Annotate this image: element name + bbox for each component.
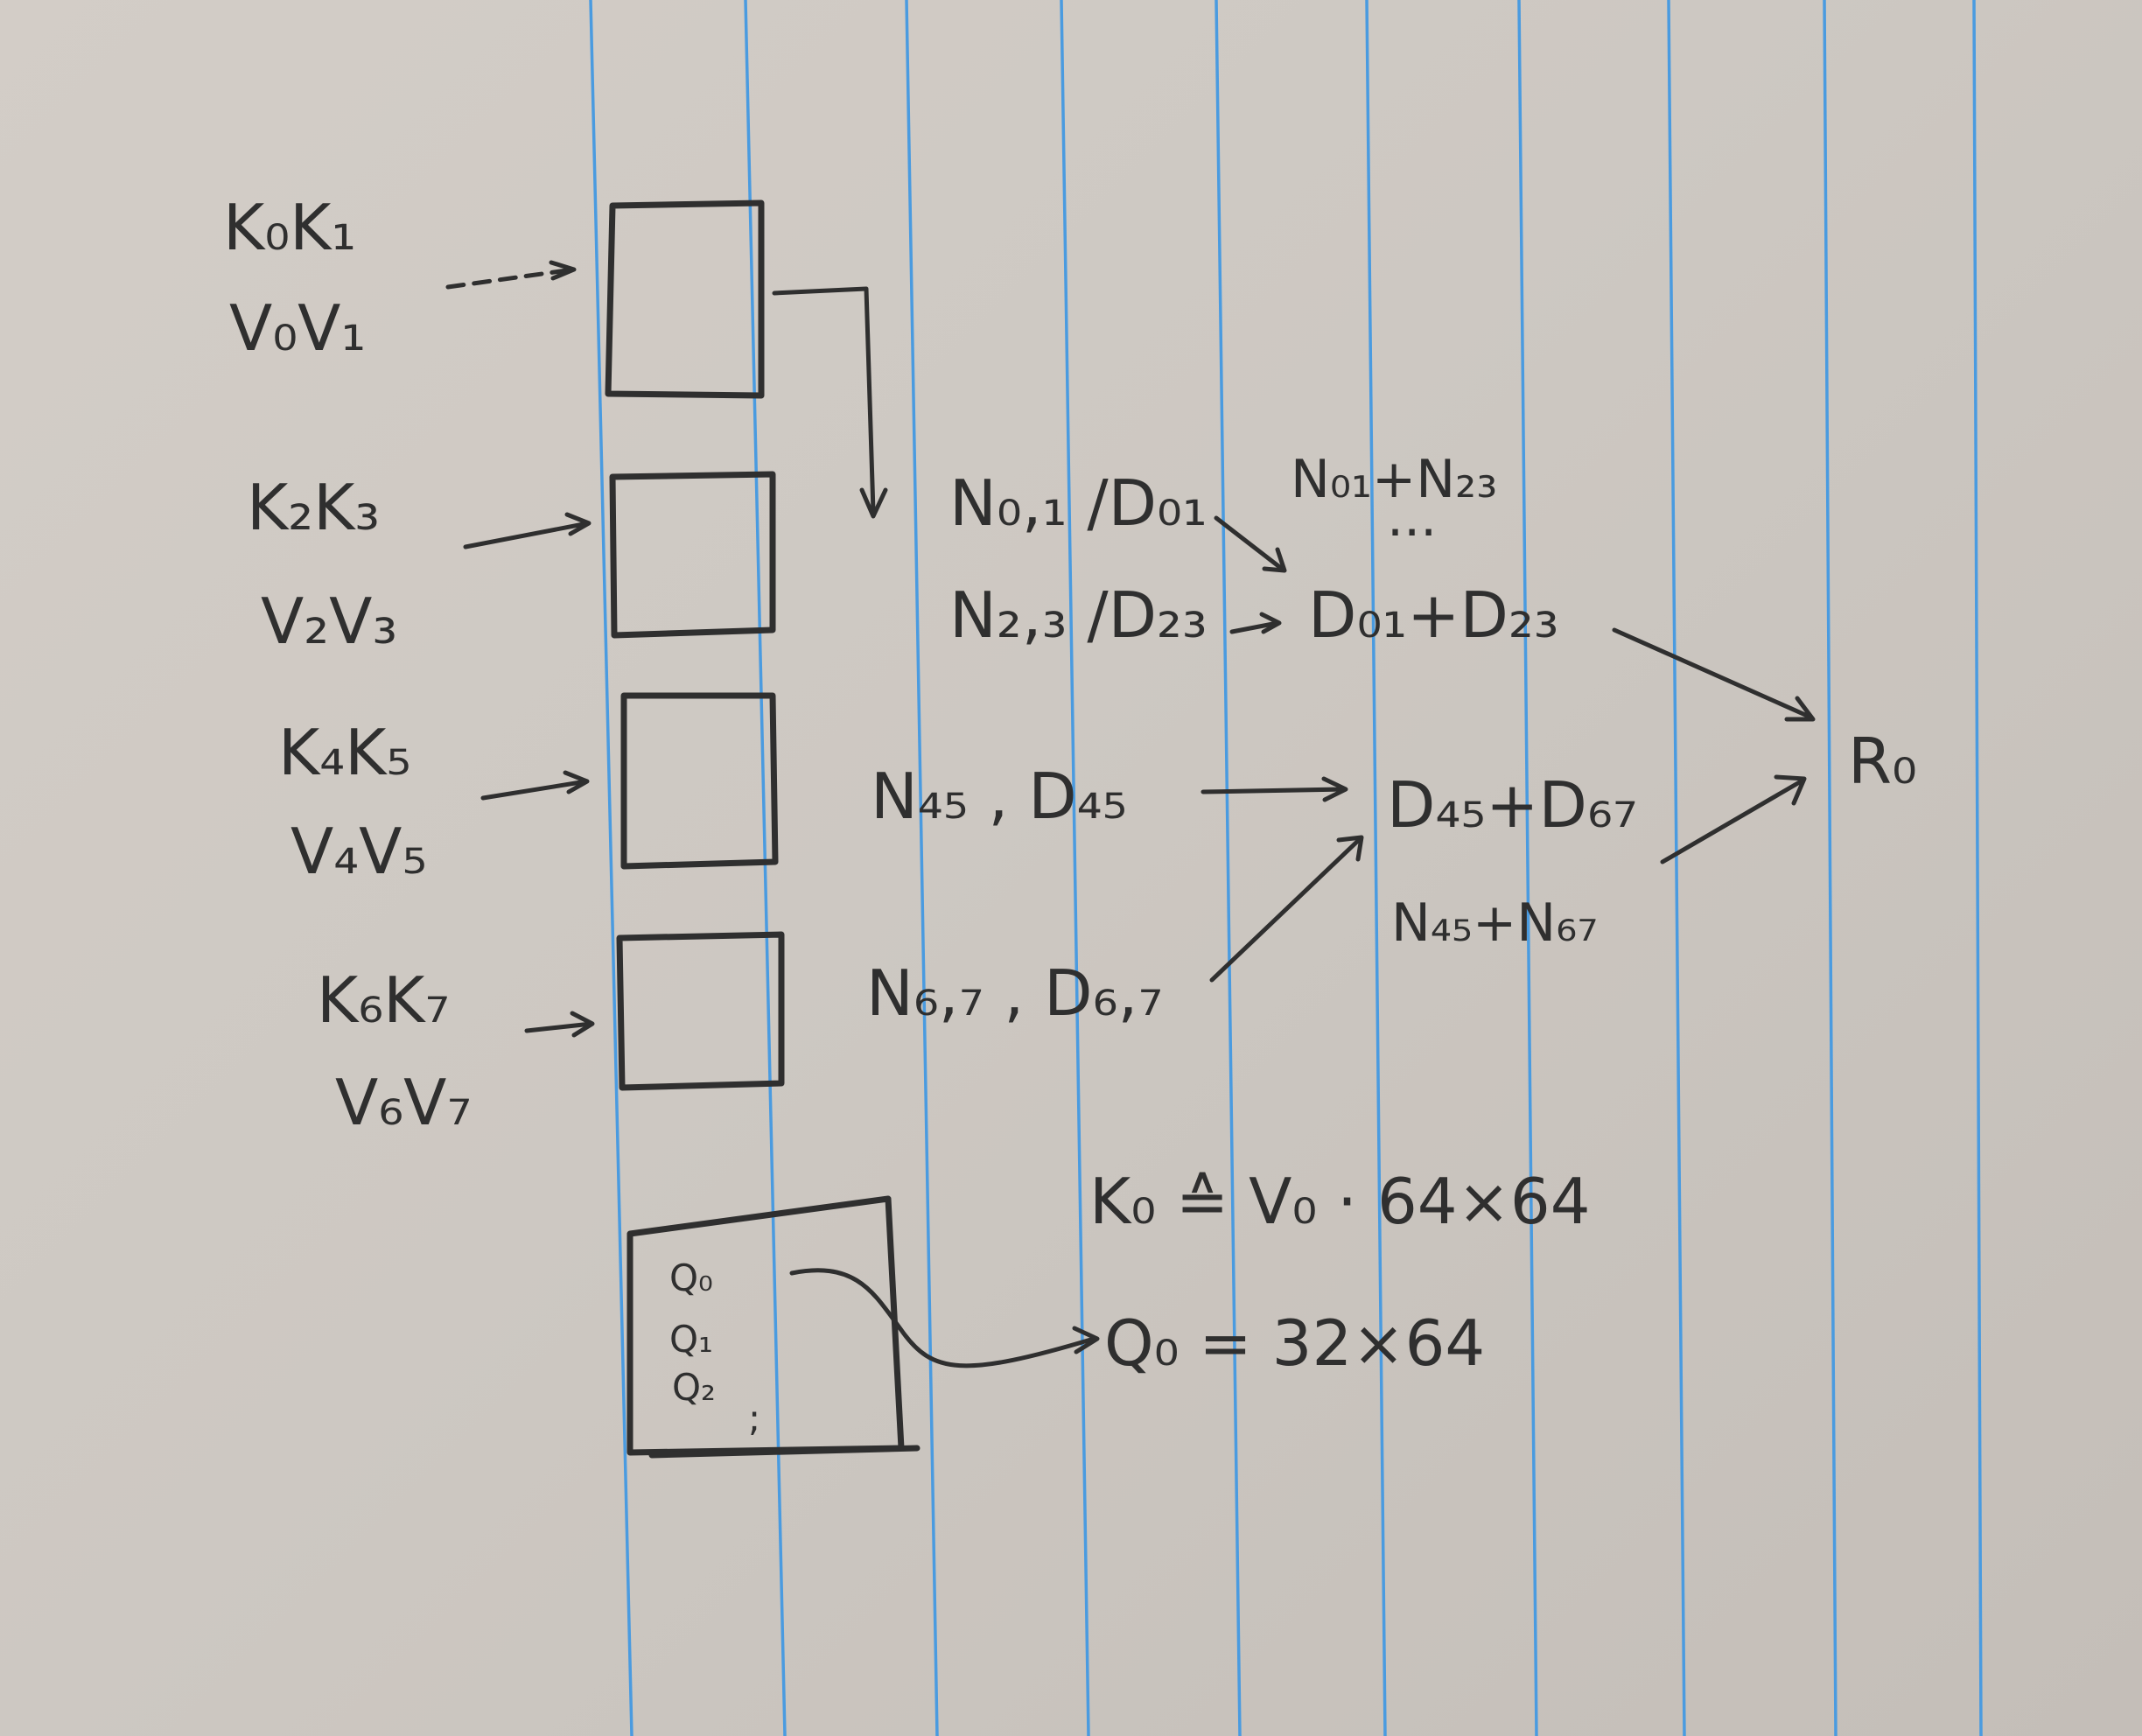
partial-67: N₆,₇ , D₆,₇ xyxy=(866,956,1163,1030)
k-label-2: K₄K₅ xyxy=(278,716,411,789)
ellipsis: ... xyxy=(1387,487,1437,549)
merge-arrows xyxy=(1200,515,1364,983)
query-labels: Q₀ Q₁ Q₂ ; xyxy=(669,1256,760,1439)
q-label-3: ; xyxy=(748,1396,760,1439)
kv-block-1 xyxy=(609,471,776,639)
partial-45: N₄₅ , D₄₅ xyxy=(871,760,1127,833)
size-notes: K₀ ≙ V₀ · 64×64 Q₀ = 32×64 xyxy=(789,1165,1591,1380)
numerator-sum-4567: N₄₅+N₆₇ xyxy=(1391,892,1598,954)
denominator-sum-4567: D₄₅+D₆₇ xyxy=(1387,768,1638,842)
final-result: R₀ xyxy=(1848,724,1917,798)
block0-connector xyxy=(772,286,888,519)
input-arrows xyxy=(445,260,595,1038)
notebook-rules xyxy=(589,0,1983,1736)
kv-block-0 xyxy=(605,200,765,399)
q-size-note: Q₀ = 32×64 xyxy=(1104,1306,1485,1380)
kv-blocks xyxy=(605,200,920,1459)
kv-block-3 xyxy=(616,931,785,1091)
kv-size-note: K₀ ≙ V₀ · 64×64 xyxy=(1089,1165,1591,1238)
partial-01: N₀,₁ /D₀₁ xyxy=(949,466,1208,540)
q-label-1: Q₁ xyxy=(669,1318,713,1361)
v-label-0: V₀V₁ xyxy=(229,291,366,365)
q-label-2: Q₂ xyxy=(672,1366,716,1409)
combined-results: N₀₁+N₂₃ ... D₀₁+D₂₃ D₄₅+D₆₇ N₄₅+N₆₇ xyxy=(1291,449,1638,954)
kv-input-labels: K₀K₁ V₀V₁ K₂K₃ V₂V₃ K₄K₅ V₄V₅ K₆K₇ V₆V₇ xyxy=(223,191,472,1139)
v-label-3: V₆V₇ xyxy=(335,1066,472,1139)
q-label-0: Q₀ xyxy=(669,1256,713,1299)
denominator-sum-0123: D₀₁+D₂₃ xyxy=(1308,578,1559,652)
v-label-2: V₄V₅ xyxy=(290,815,427,888)
k-label-1: K₂K₃ xyxy=(247,471,380,544)
k-label-0: K₀K₁ xyxy=(223,191,356,264)
kv-block-2 xyxy=(620,692,779,870)
result-arrows xyxy=(1612,627,1816,864)
numerator-sum-0123: N₀₁+N₂₃ xyxy=(1291,449,1497,510)
v-label-1: V₂V₃ xyxy=(261,584,397,658)
k-label-3: K₆K₇ xyxy=(317,963,450,1037)
partial-results: N₀,₁ /D₀₁ N₂,₃ /D₂₃ N₄₅ , D₄₅ N₆,₇ , D₆,… xyxy=(866,466,1208,1030)
partial-23: N₂,₃ /D₂₃ xyxy=(949,578,1208,652)
